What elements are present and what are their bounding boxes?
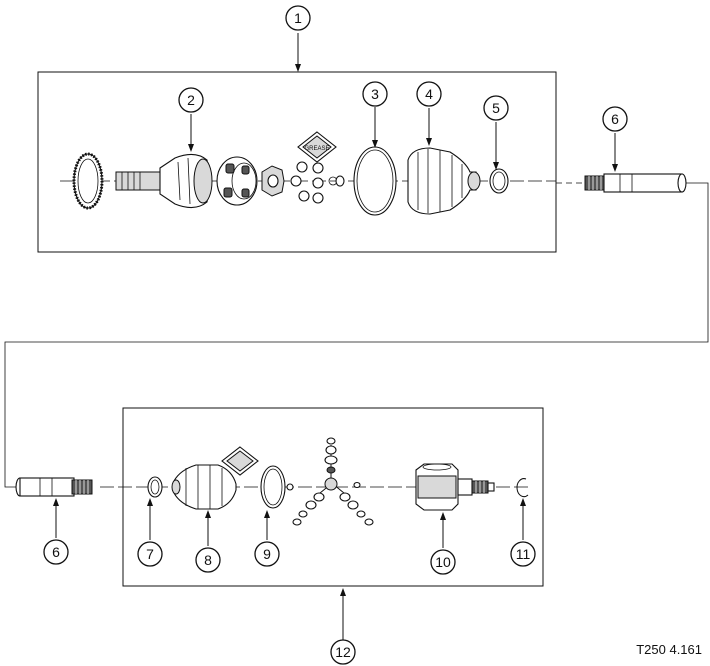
inner-large-boot-clamp <box>260 465 286 509</box>
small-boot-clamp <box>489 168 509 194</box>
callout-12: 12 <box>330 639 356 665</box>
callout-2: 2 <box>178 87 204 113</box>
tone-ring <box>72 152 104 210</box>
callout-10: 10 <box>430 549 456 575</box>
shaft-connector-line <box>4 182 709 488</box>
figure-id: T250 4.161 <box>636 642 702 657</box>
callout-1: 1 <box>285 5 311 31</box>
outer-joint-assembly-box <box>37 71 557 253</box>
grease-packet-top: GREASE <box>297 131 337 163</box>
svg-text:1: 1 <box>294 10 302 26</box>
callout-7: 7 <box>137 541 163 567</box>
svg-text:8: 8 <box>204 552 212 568</box>
svg-text:11: 11 <box>516 546 531 562</box>
tripod-housing <box>415 463 495 511</box>
large-boot-clamp <box>353 146 397 216</box>
outer-cv-housing <box>115 153 213 209</box>
svg-text:4: 4 <box>425 86 433 102</box>
inner-cv-boot <box>171 464 237 510</box>
svg-text:10: 10 <box>435 554 451 570</box>
halfshaft-top <box>584 173 687 193</box>
inner-small-boot-clamp <box>147 476 163 498</box>
callout-4: 4 <box>416 81 442 107</box>
svg-text:5: 5 <box>492 100 500 116</box>
inner-joint-assembly-box <box>122 407 544 587</box>
svg-text:9: 9 <box>263 546 271 562</box>
svg-text:3: 3 <box>371 86 379 102</box>
svg-text:2: 2 <box>187 92 195 108</box>
callout-11: 11 <box>510 541 536 567</box>
callout-8: 8 <box>195 547 221 573</box>
grease-label: GREASE <box>304 146 329 152</box>
joint-balls <box>290 161 338 204</box>
svg-text:6: 6 <box>52 544 60 560</box>
ball-cage <box>216 156 258 206</box>
small-washer <box>335 175 345 187</box>
svg-text:7: 7 <box>146 546 154 562</box>
svg-text:6: 6 <box>611 111 619 127</box>
callout-5: 5 <box>483 95 509 121</box>
callout-6-bottom: 6 <box>43 539 69 565</box>
callout-3: 3 <box>362 81 388 107</box>
grease-packet-bottom <box>221 446 259 476</box>
outer-cv-boot <box>407 147 481 215</box>
svg-text:12: 12 <box>335 644 351 660</box>
snap-ring <box>516 478 529 498</box>
callout-6-top: 6 <box>602 106 628 132</box>
tripod-spider <box>292 437 374 526</box>
halfshaft-bottom <box>15 477 93 497</box>
callout-9: 9 <box>254 541 280 567</box>
inner-race <box>261 165 285 197</box>
